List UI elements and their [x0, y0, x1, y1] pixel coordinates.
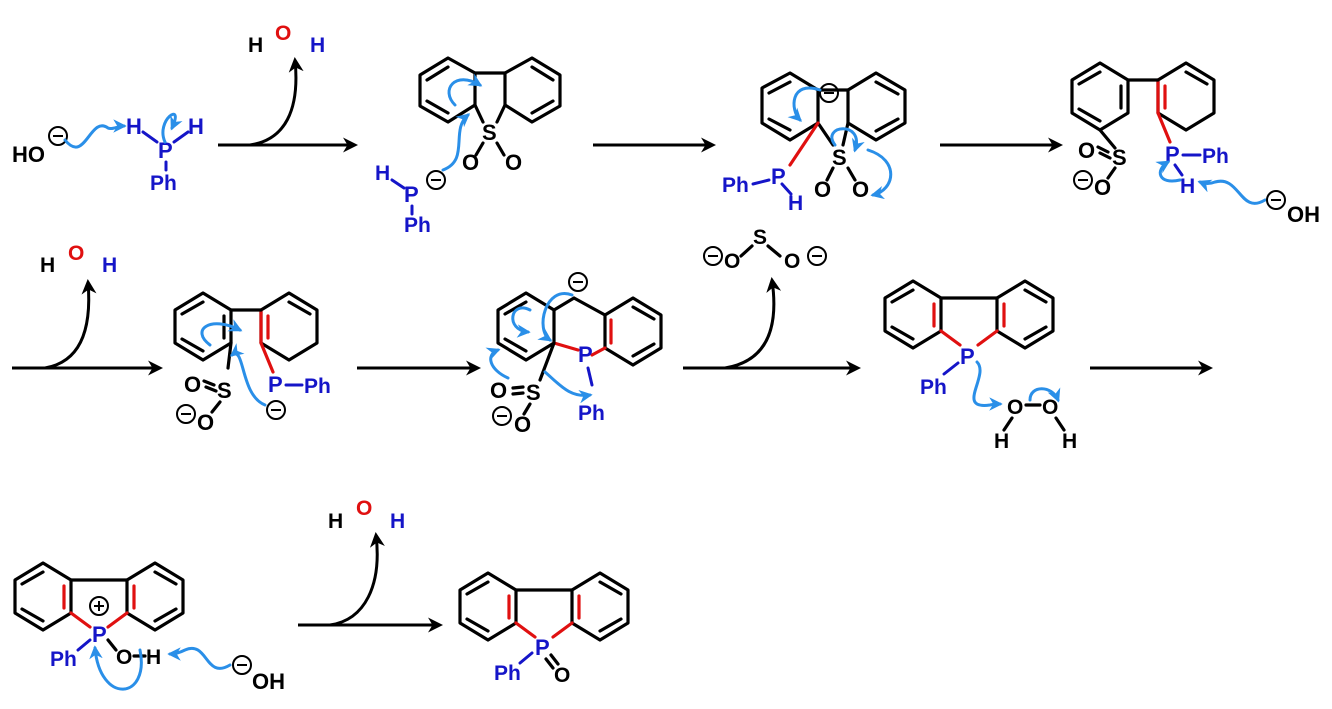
negative-charge-icon [426, 170, 446, 190]
sulfinate-O-bottom: O [1094, 175, 1111, 200]
sulfonyl-O-left: O [462, 150, 479, 175]
hydroxy-O: O [116, 646, 132, 669]
phosphorus-label: P [960, 344, 975, 369]
sulfinate-S: S [217, 378, 232, 403]
phenyl-label: Ph [578, 402, 605, 425]
sulfinate-O-top: O [1078, 138, 1095, 163]
water-H2: H [390, 510, 405, 533]
reaction-arrow-4: H O H [12, 242, 163, 376]
water-H1: H [328, 510, 343, 533]
phosphorus-H: H [1180, 175, 1195, 198]
phenyl-label: Ph [1202, 145, 1229, 168]
phosphine-H-right: H [188, 114, 204, 139]
sulfinate-S: S [526, 380, 541, 405]
phosphine-H-left: H [126, 114, 142, 139]
hydroxide-label: OH [1287, 202, 1320, 227]
phosphorus-label: P [578, 342, 593, 367]
phosphide-H: H [375, 162, 390, 185]
negative-charge-icon [266, 400, 286, 420]
biaryl-sulfinate-phosphide: S O O P Ph [173, 291, 331, 435]
water-H1: H [40, 254, 55, 277]
sulfinate-O-bottom: O [514, 412, 531, 437]
water-H2: H [102, 254, 117, 277]
positive-charge-icon [89, 596, 109, 616]
dibenzothiophene-dioxide: S O O H P Ph [375, 56, 562, 237]
phenyl-dibenzophosphole: P Ph O O H H [883, 279, 1077, 453]
sulfinate-O-top: O [490, 378, 507, 403]
water-H1: H [248, 34, 263, 57]
sulfinate-O-top: O [184, 372, 201, 397]
spiro-intermediate-1: S O O Ph P H [722, 71, 907, 215]
phenyl-label: Ph [304, 375, 331, 398]
phosphine-P: P [158, 138, 173, 163]
sulfur-label: S [832, 145, 847, 170]
negative-charge-icon [819, 83, 839, 103]
sulfite-O-left: O [724, 250, 740, 273]
phosphole-oxide-product: P Ph O [458, 571, 630, 687]
phosphide-Ph: Ph [404, 214, 431, 237]
water-O: O [275, 22, 291, 45]
phenyl-label: Ph [494, 662, 521, 685]
negative-charge-icon [1073, 170, 1093, 190]
hydroxide-label: OH [252, 669, 285, 694]
water-O: O [68, 242, 84, 265]
peroxide-H1: H [994, 430, 1009, 453]
negative-charge-icon [232, 655, 252, 675]
negative-charge-icon [1266, 190, 1286, 210]
hydroxy-H: H [146, 646, 161, 669]
sulfite-O-right: O [784, 250, 800, 273]
sulfonyl-O-right: O [852, 177, 869, 202]
biaryl-sulfinate-phosphine: S O O P Ph H OH [1070, 61, 1320, 227]
reaction-arrow-8: H O H [298, 497, 443, 633]
phosphine-Ph: Ph [150, 172, 177, 195]
reaction-arrow-1: H O H [218, 22, 358, 153]
phosphorus-label: P [268, 372, 283, 397]
sulfinate-O-bottom: O [197, 410, 214, 435]
negative-charge-icon [492, 406, 512, 426]
phosphorus-label: P [535, 635, 550, 660]
phosphide-P: P [404, 182, 419, 207]
hydroxyphosphonium: P Ph O H OH [13, 561, 285, 694]
spiro-intermediate-2: P Ph S O O [485, 272, 663, 437]
reaction-arrow-6: O S O [683, 226, 861, 376]
hydroxide-label: HO [12, 142, 45, 167]
oxide-O: O [554, 664, 570, 687]
negative-charge-icon [176, 404, 196, 424]
peroxide-O1: O [1007, 396, 1023, 419]
negative-charge-icon [48, 126, 68, 146]
phosphorus-H: H [788, 192, 803, 215]
phenyl-label: Ph [50, 648, 77, 671]
peroxide-O2: O [1042, 396, 1058, 419]
sulfur-label: S [482, 120, 497, 145]
step1-reactants: HO H P H Ph [12, 112, 204, 195]
water-H2: H [310, 34, 325, 57]
sulfinate-S: S [1112, 145, 1127, 170]
negative-charge-icon [703, 246, 723, 266]
sulfonyl-O-left: O [814, 177, 831, 202]
water-O: O [356, 497, 372, 520]
negative-charge-icon [807, 246, 827, 266]
phenyl-label: Ph [920, 376, 947, 399]
sulfite-S: S [753, 226, 767, 249]
phenyl-label: Ph [722, 174, 749, 197]
phosphorus-label: P [92, 622, 107, 647]
peroxide-H2: H [1062, 430, 1077, 453]
negative-charge-icon [568, 272, 588, 292]
sulfonyl-O-right: O [505, 150, 522, 175]
